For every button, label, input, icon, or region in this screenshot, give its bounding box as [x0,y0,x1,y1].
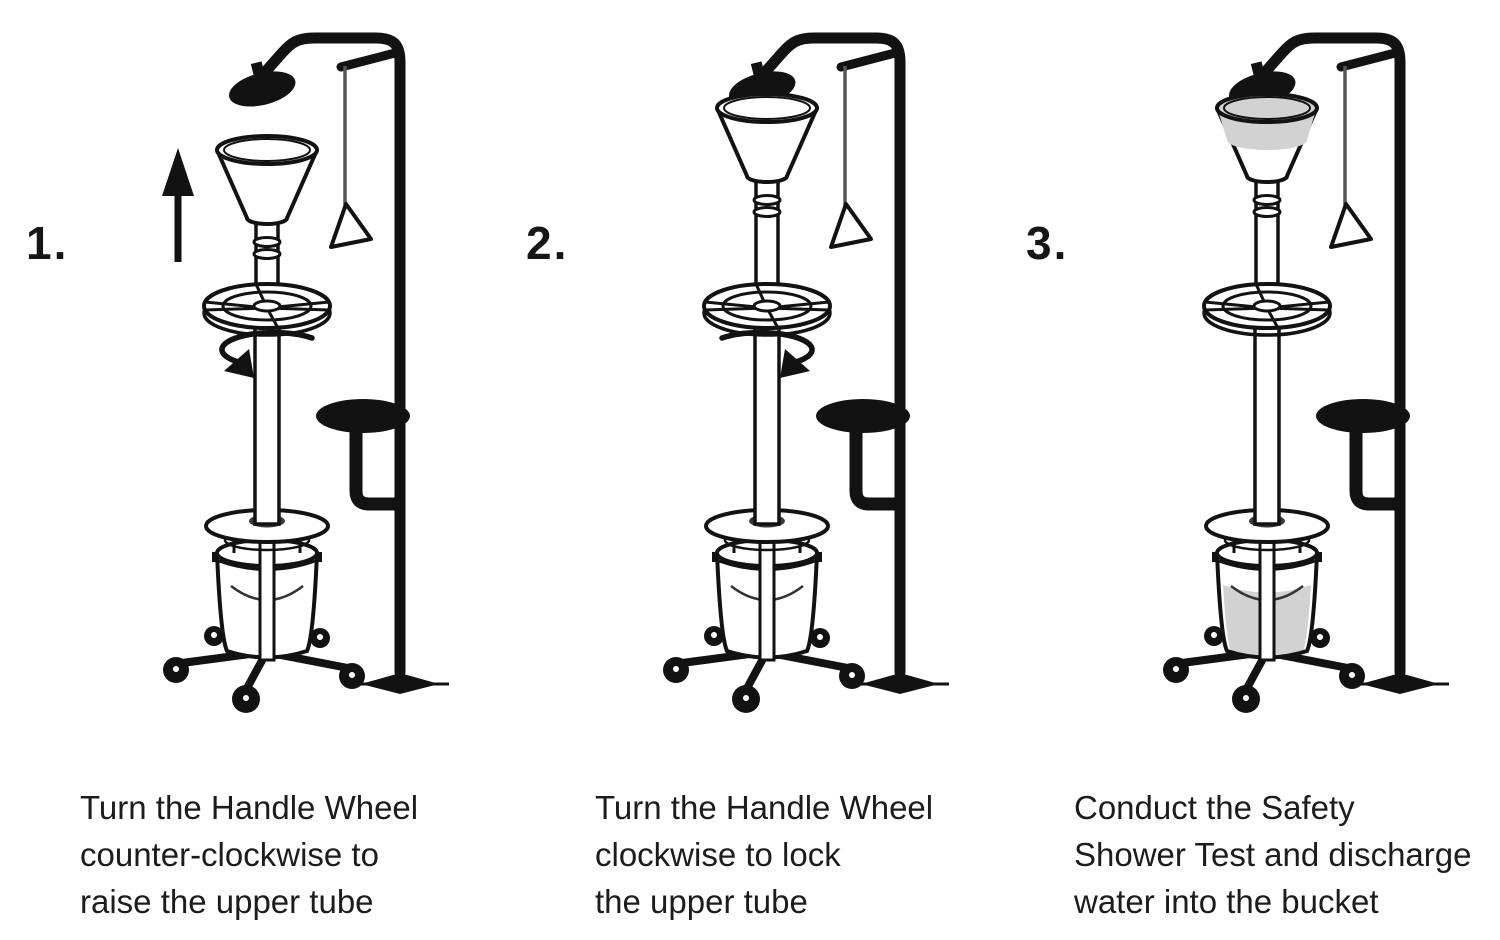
pull-handle [329,202,373,249]
valve-arm [1336,48,1400,72]
support-rod [258,524,276,662]
funnel [215,134,319,226]
caption-line: counter-clockwise to [80,836,379,873]
eyewash-bowl [316,399,410,433]
support-rod [758,524,776,662]
valve-arm [836,48,900,72]
raise-arrow-icon [162,148,194,262]
floor-flange [861,673,939,694]
safety-shower-figure [1163,32,1449,713]
floor-flange [361,673,439,694]
handle-wheel [702,282,832,337]
step-number: 2. [526,217,569,269]
caption-line: Turn the Handle Wheel [595,789,934,826]
step-panel-1: 1. Turn the Handle Wheel counter-clockwi… [0,0,500,940]
step-number: 1. [26,217,69,269]
funnel [1215,92,1319,184]
step-caption: Conduct the Safety Shower Test and disch… [1074,784,1471,925]
step-figure [1000,0,1500,745]
caption-line: Shower Test and discharge [1074,836,1472,873]
floor-flange [1361,673,1439,694]
pull-handle [1329,202,1373,249]
funnel-water [1218,110,1316,150]
caption-line: the upper tube [595,883,808,920]
test-cart [163,134,365,713]
test-cart [1163,92,1365,713]
caption-line: clockwise to lock [595,836,841,873]
shower-station [729,32,949,694]
handle-wheel [202,282,332,337]
eyewash-bowl [816,399,910,433]
caption-line: Conduct the Safety [1074,789,1355,826]
eyewash-pipe [1349,428,1399,511]
step-figure [500,0,1000,745]
step-number: 3. [1026,217,1069,269]
pull-handle [829,202,873,249]
valve-arm [336,48,400,72]
eyewash-bowl [1316,399,1410,433]
caption-line: raise the upper tube [80,883,374,920]
lower-tube [253,314,281,526]
funnel [715,92,819,184]
test-cart [663,92,865,713]
eyewash-pipe [849,428,899,511]
safety-shower-figure [663,32,949,713]
shower-station [229,32,449,694]
step-caption: Turn the Handle Wheel counter-clockwise … [80,784,418,925]
step-figure [0,0,500,745]
support-rod [1258,524,1276,662]
step-caption: Turn the Handle Wheel clockwise to lock … [595,784,933,925]
handle-wheel [1202,282,1332,337]
lower-tube [1253,314,1281,526]
step-panel-3: 3. Conduct the Safety Shower Test and di… [1000,0,1500,940]
step-panel-2: 2. Turn the Handle Wheel clockwise to lo… [500,0,1000,940]
caption-line: water into the bucket [1074,883,1379,920]
safety-shower-figure [162,32,449,713]
lower-tube [753,314,781,526]
caption-line: Turn the Handle Wheel [80,789,419,826]
eyewash-pipe [349,428,399,511]
shower-head-icon [229,61,296,107]
